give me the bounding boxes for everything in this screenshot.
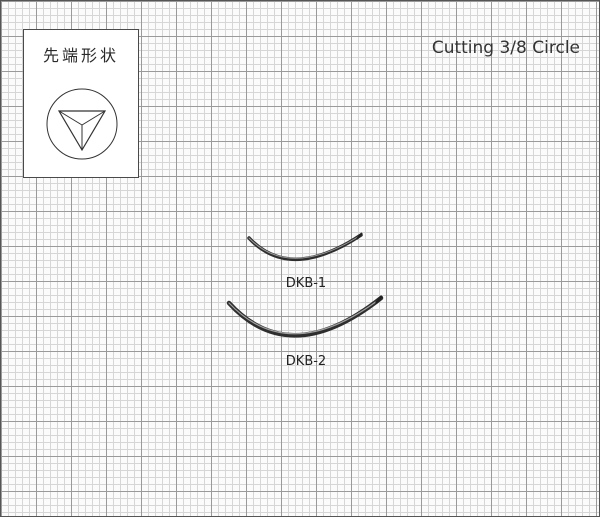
triangle-cutting-tip-icon — [46, 88, 118, 160]
needle-type-title: Cutting 3/8 Circle — [431, 38, 580, 58]
tip-shape-label: 先端形状 — [42, 46, 119, 65]
needle-label-dkb-2: DKB-2 — [285, 354, 327, 369]
tip-shape-panel: 先端形状 — [23, 29, 139, 178]
needle-label-dkb-1: DKB-1 — [285, 276, 327, 291]
needle-dkb-1 — [247, 232, 363, 261]
needle-dkb-2 — [226, 295, 384, 338]
